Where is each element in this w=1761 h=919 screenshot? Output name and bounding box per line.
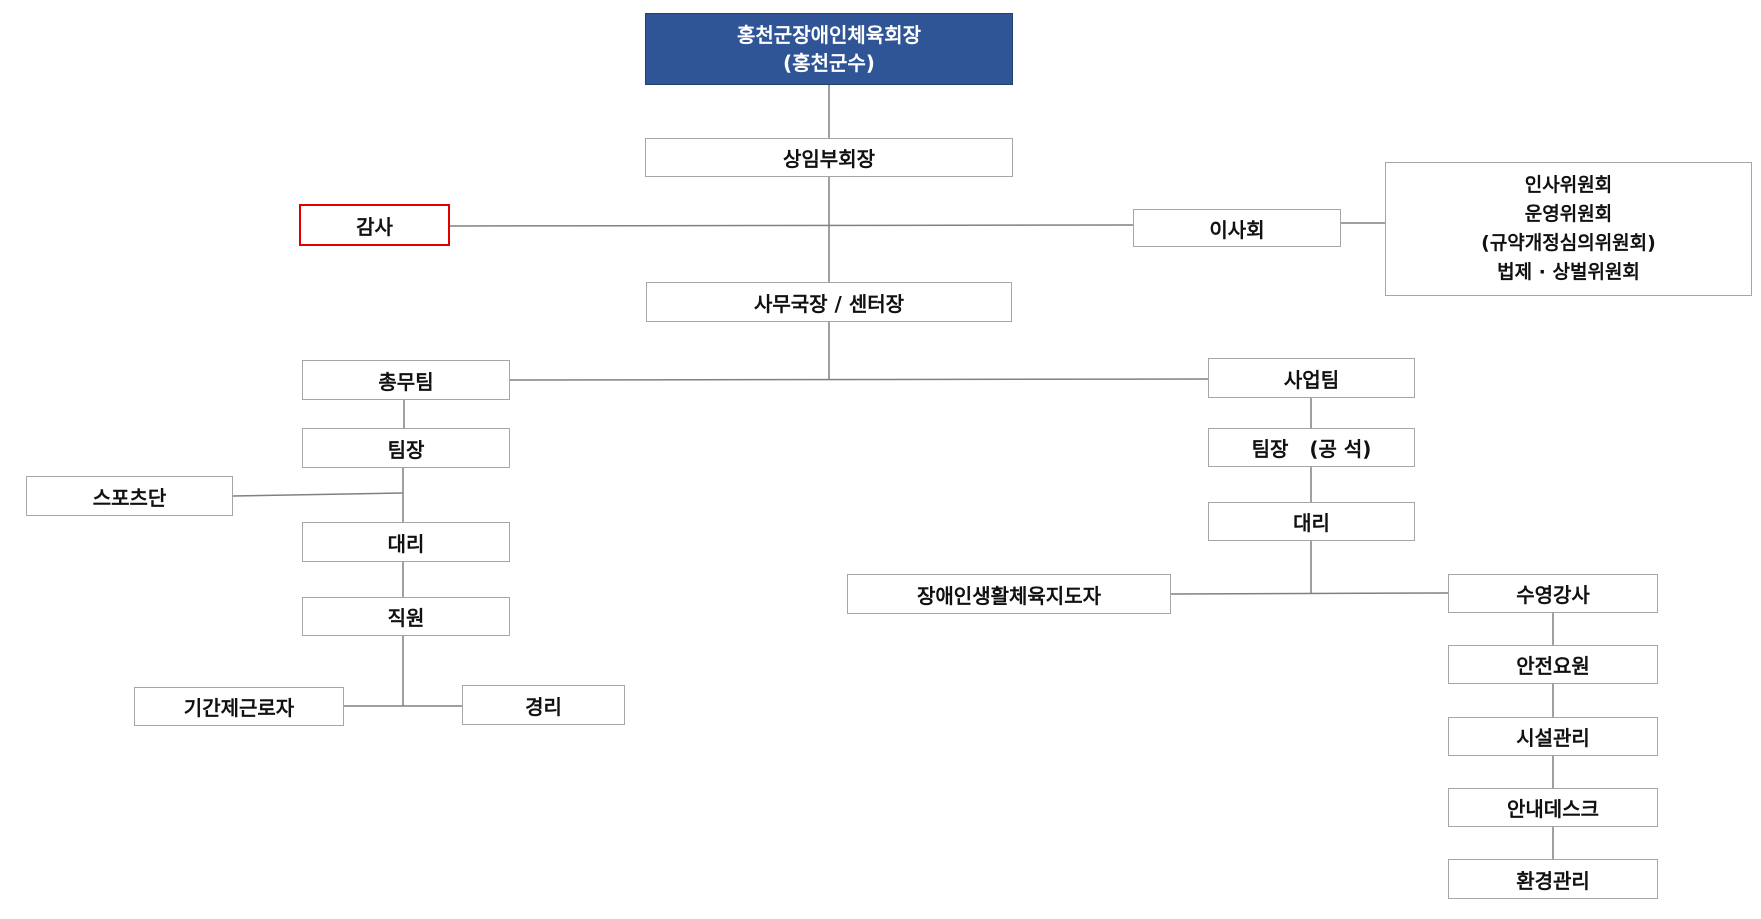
admin-staff-box: 직원 xyxy=(302,597,510,636)
committee-operations: 운영위원회 xyxy=(1524,203,1613,225)
line-sports-team xyxy=(232,492,404,497)
facility-management-box: 시설관리 xyxy=(1448,717,1658,756)
admin-team-box: 총무팀 xyxy=(302,360,510,400)
environment-management-box: 환경관리 xyxy=(1448,859,1658,899)
vice-chairman-box: 상임부회장 xyxy=(645,138,1013,177)
committee-personnel: 인사위원회 xyxy=(1524,174,1613,196)
business-team-box: 사업팀 xyxy=(1208,358,1415,398)
line-instructor-swim xyxy=(1170,592,1449,595)
committees-box: 인사위원회 운영위원회 (규약개정심의위원회) 법제 · 상벌위원회 xyxy=(1385,162,1752,296)
accounting-box: 경리 xyxy=(462,685,625,725)
board-box: 이사회 xyxy=(1133,209,1341,247)
life-sports-instructor-box: 장애인생활체육지도자 xyxy=(847,574,1171,614)
committee-legal-discipline: 법제 · 상벌위원회 xyxy=(1497,261,1640,283)
line-audit-board xyxy=(449,224,1134,227)
chairman-box: 홍천군장애인체육회장 (홍천군수) xyxy=(645,13,1013,85)
committee-bylaws: (규약개정심의위원회) xyxy=(1481,232,1656,254)
business-deputy-box: 대리 xyxy=(1208,502,1415,541)
chairman-subtitle: (홍천군수) xyxy=(783,51,875,75)
info-desk-box: 안내데스크 xyxy=(1448,788,1658,827)
safety-guard-box: 안전요원 xyxy=(1448,645,1658,684)
business-team-leader-box: 팀장 (공 석) xyxy=(1208,428,1415,467)
audit-box: 감사 xyxy=(299,204,450,246)
swim-instructor-box: 수영강사 xyxy=(1448,574,1658,613)
chairman-title: 홍천군장애인체육회장 xyxy=(737,23,921,47)
sports-team-box: 스포츠단 xyxy=(26,476,233,516)
admin-deputy-box: 대리 xyxy=(302,522,510,562)
admin-team-leader-box: 팀장 xyxy=(302,428,510,468)
line-admin-business xyxy=(509,378,1209,381)
fixed-term-worker-box: 기간제근로자 xyxy=(134,687,344,726)
secretary-general-box: 사무국장 / 센터장 xyxy=(646,282,1012,322)
